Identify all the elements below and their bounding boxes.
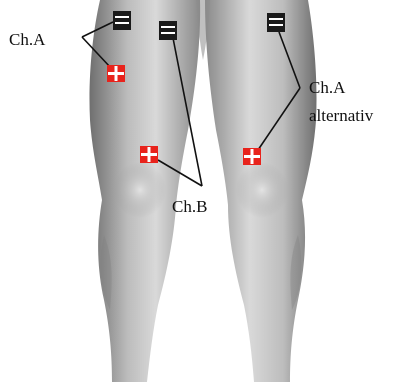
right-knee	[236, 162, 288, 218]
left-knee	[114, 162, 166, 218]
ch-a-alt-negative-electrode	[267, 13, 285, 32]
ch-b-label: Ch.B	[172, 197, 207, 216]
ch-b-negative-electrode	[159, 21, 177, 40]
ch-a-alt-label-line2: alternativ	[309, 106, 374, 125]
ch-a-label: Ch.A	[9, 30, 46, 49]
ch-a-positive-electrode	[107, 65, 125, 82]
ch-a-alt-positive-electrode	[243, 148, 261, 165]
ch-b-positive-electrode	[140, 146, 158, 163]
ch-a-alt-label-line1: Ch.A	[309, 78, 346, 97]
ch-a-negative-electrode	[113, 11, 131, 30]
